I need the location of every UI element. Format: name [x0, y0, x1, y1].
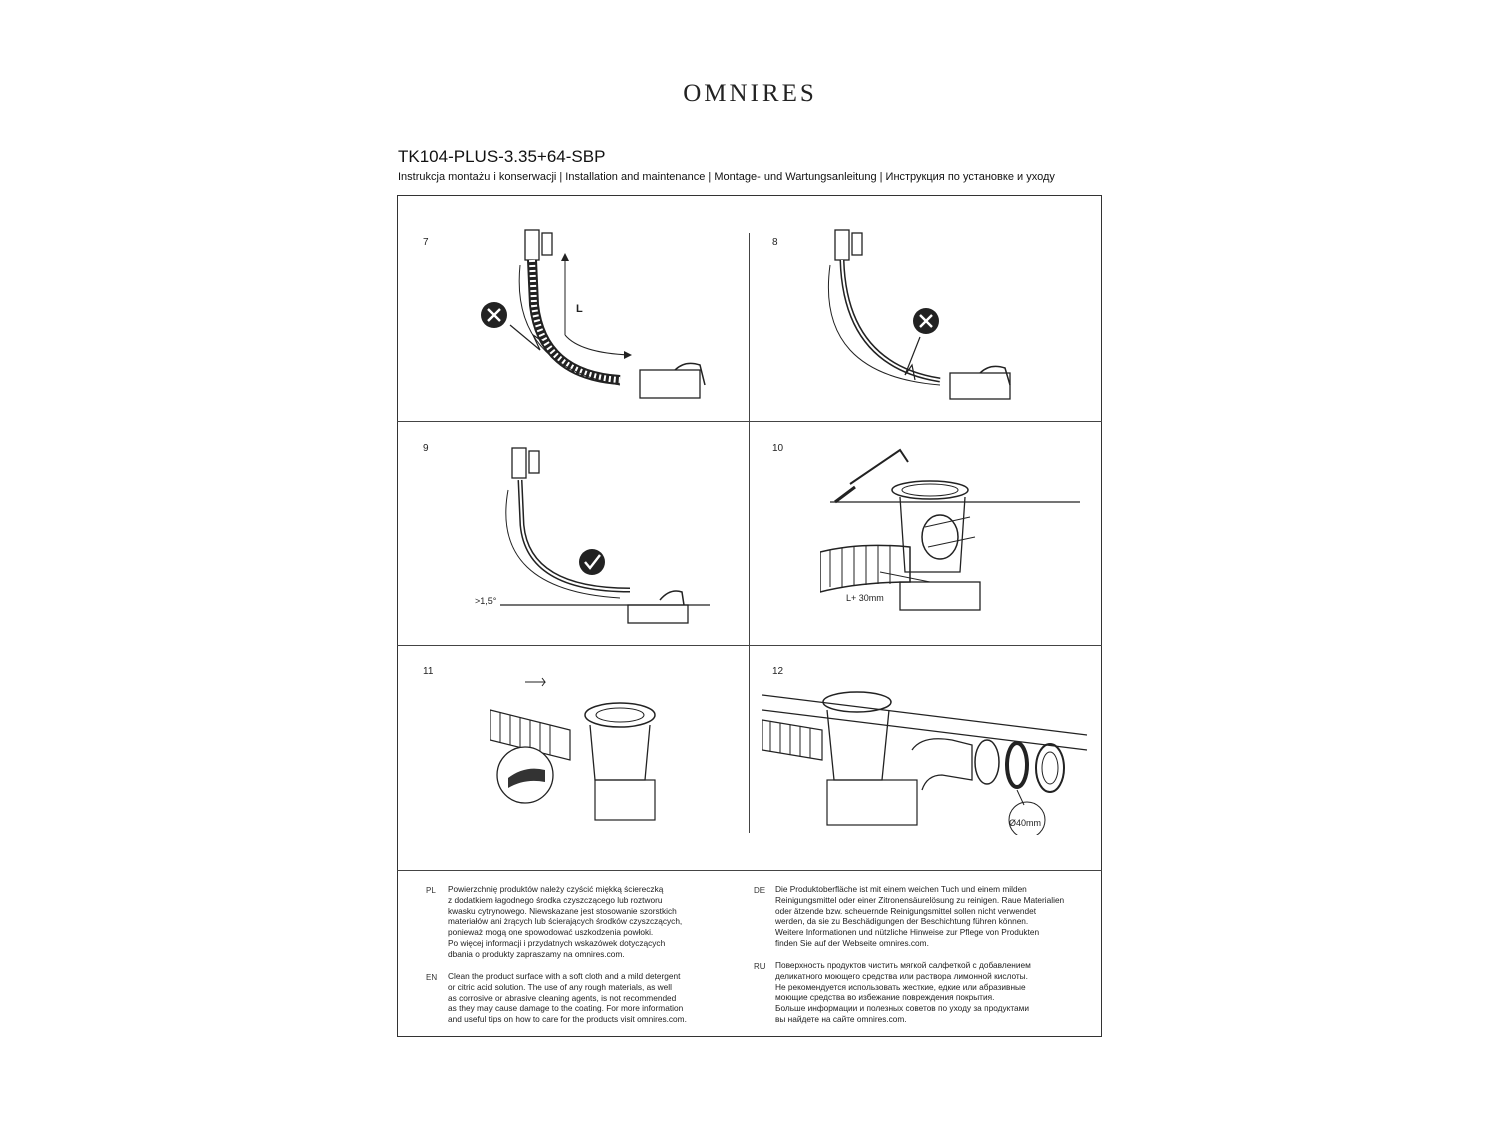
step-number: 9 [423, 443, 429, 454]
care-text-pl: Powierzchnię produktów należy czyścić mi… [448, 884, 683, 959]
language-code-en: EN [426, 973, 438, 982]
step-8-illustration [827, 229, 1011, 400]
step-12-illustration [762, 691, 1088, 835]
care-text-de: Die Produktoberfläche ist mit einem weic… [775, 884, 1065, 948]
brand-logo: OMNIRES [683, 80, 817, 107]
step-number: 12 [772, 666, 784, 677]
step-number: 7 [423, 237, 429, 248]
length-label: L [576, 303, 583, 315]
document-title: TK104-PLUS-3.35+64-SBP [398, 147, 606, 166]
cut-length-label: L+ 30mm [846, 593, 884, 603]
step-number: 10 [772, 443, 784, 454]
care-text-en: Clean the product surface with a soft cl… [448, 971, 687, 1025]
language-code-pl: PL [426, 886, 436, 895]
document-subtitle: Instrukcja montażu i konserwacji | Insta… [398, 171, 1055, 183]
step-11-illustration [490, 677, 656, 821]
language-code-de: DE [754, 886, 766, 895]
row-divider [397, 870, 1102, 871]
step-number: 11 [423, 666, 434, 677]
step-7-illustration [481, 229, 706, 399]
care-text-ru: Поверхность продуктов чистить мягкой сал… [775, 960, 1031, 1024]
diameter-label: Ø40mm [1009, 818, 1042, 828]
step-number: 8 [772, 237, 778, 248]
slope-label: >1,5° [475, 596, 497, 606]
language-code-ru: RU [754, 962, 766, 971]
column-divider [749, 233, 750, 833]
instruction-frame [397, 195, 1102, 1037]
step-10-illustration [820, 448, 1080, 611]
step-9-illustration [500, 447, 710, 624]
